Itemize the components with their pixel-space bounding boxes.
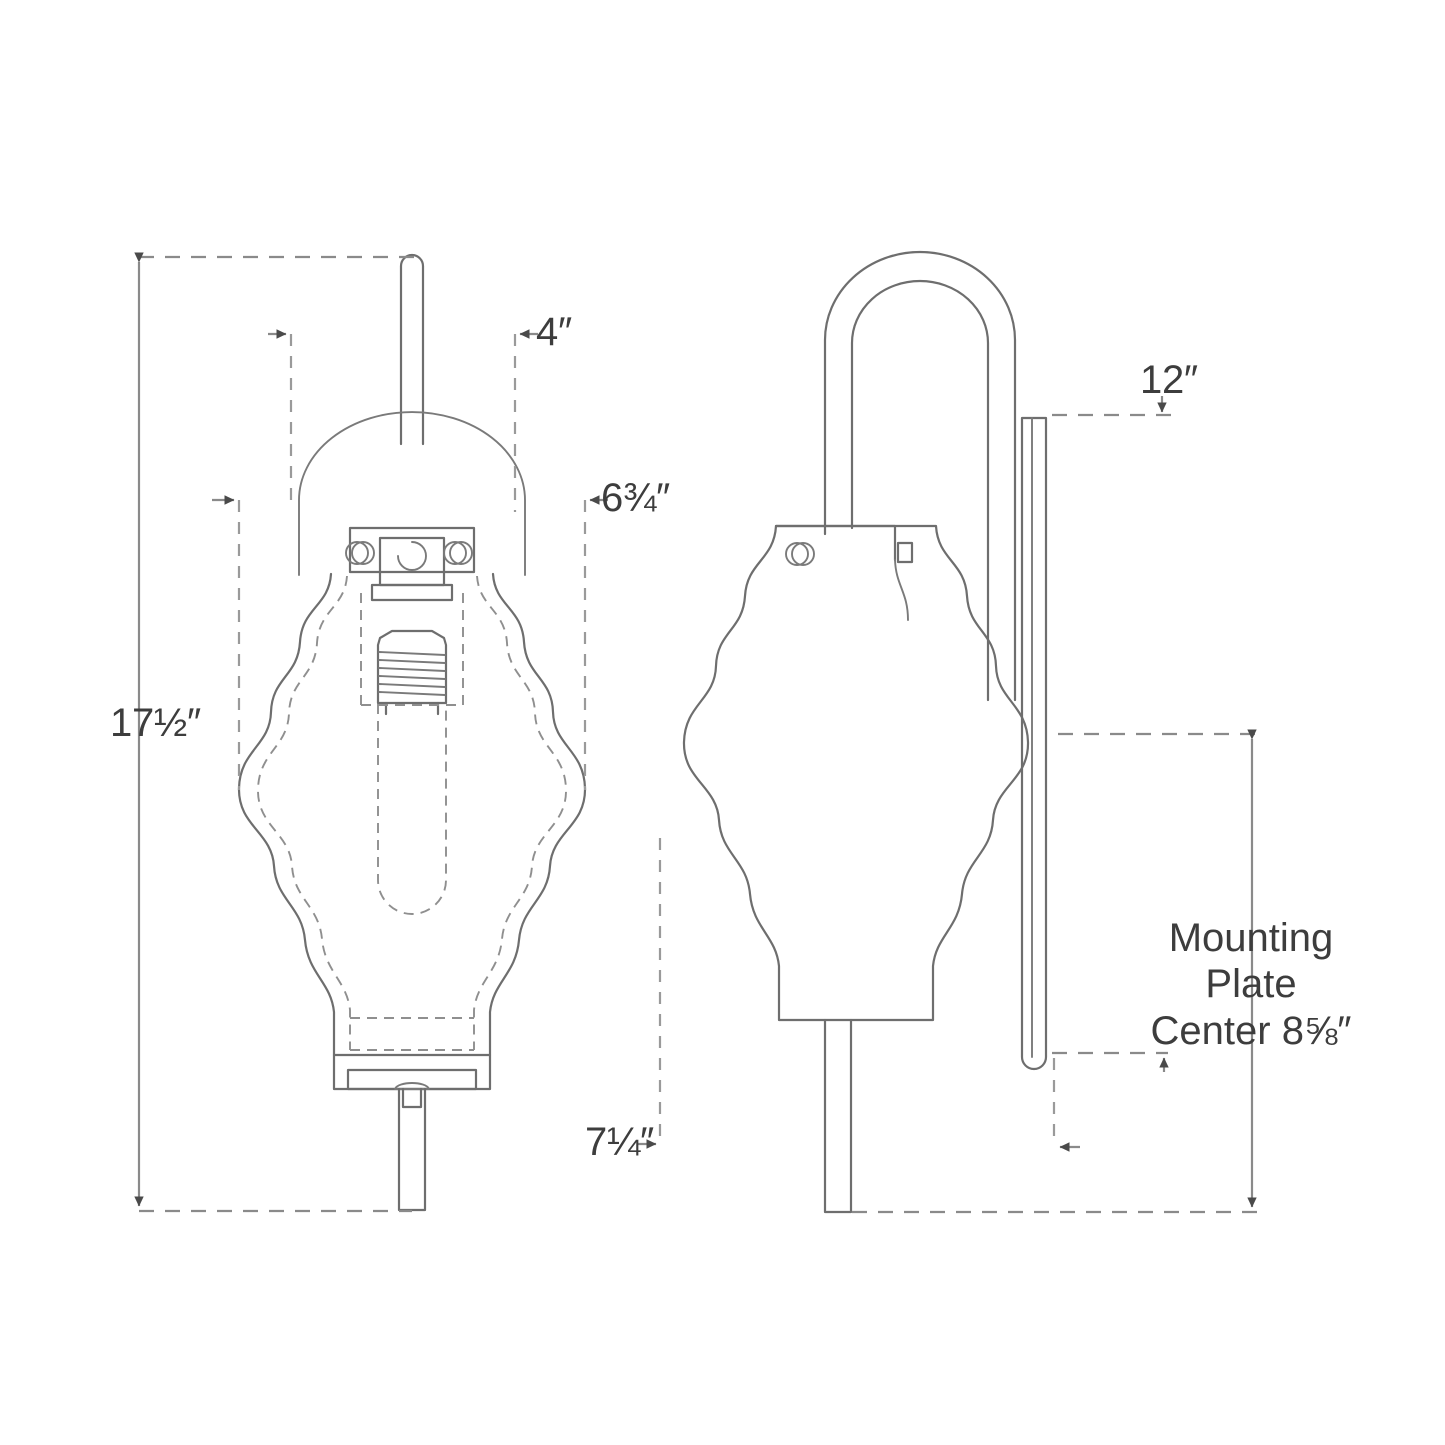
mounting-plate-line2: Plate <box>1205 962 1297 1007</box>
front-housing-hidden <box>360 593 464 706</box>
dim-label-projection: 7¼″ <box>585 1120 654 1164</box>
front-bracket <box>345 526 476 602</box>
dim-plate-offset <box>1052 1051 1169 1152</box>
dim-shade-width <box>212 495 608 790</box>
mounting-plate-line3: Center 8⅝″ <box>1150 1008 1352 1053</box>
front-socket <box>376 629 448 716</box>
front-arch-arm <box>298 411 526 576</box>
dim-label-backplate-height: 12″ <box>1140 358 1198 402</box>
side-shade-outline <box>682 524 1030 1022</box>
dim-label-mounting-plate-center: Mounting Plate Center 8⅝″ <box>1136 915 1366 1054</box>
dim-mounting-plate-center <box>852 729 1262 1214</box>
dim-label-shade-width: 6¾″ <box>601 476 670 520</box>
dim-backplate-height <box>1052 396 1175 417</box>
dim-label-stem-width: 4″ <box>536 310 572 354</box>
front-shade-hidden <box>257 575 567 1051</box>
front-top-stem <box>399 253 425 446</box>
front-bottom-cap <box>346 1068 478 1109</box>
dim-stem-width <box>268 329 538 512</box>
side-view <box>682 250 1048 1214</box>
dim-projection <box>638 838 662 1149</box>
side-bracket <box>774 524 914 621</box>
side-mounting-plate <box>1020 416 1048 1071</box>
side-bottom-stem <box>823 1018 853 1214</box>
side-hook-arm <box>823 250 1017 702</box>
front-shade-outline <box>237 572 587 1091</box>
front-view <box>237 253 587 1212</box>
mounting-plate-line1: Mounting <box>1168 916 1334 960</box>
front-bulb-hidden <box>377 704 447 915</box>
dim-label-overall-height: 17½″ <box>110 701 201 745</box>
dim-overall-height <box>134 252 420 1213</box>
